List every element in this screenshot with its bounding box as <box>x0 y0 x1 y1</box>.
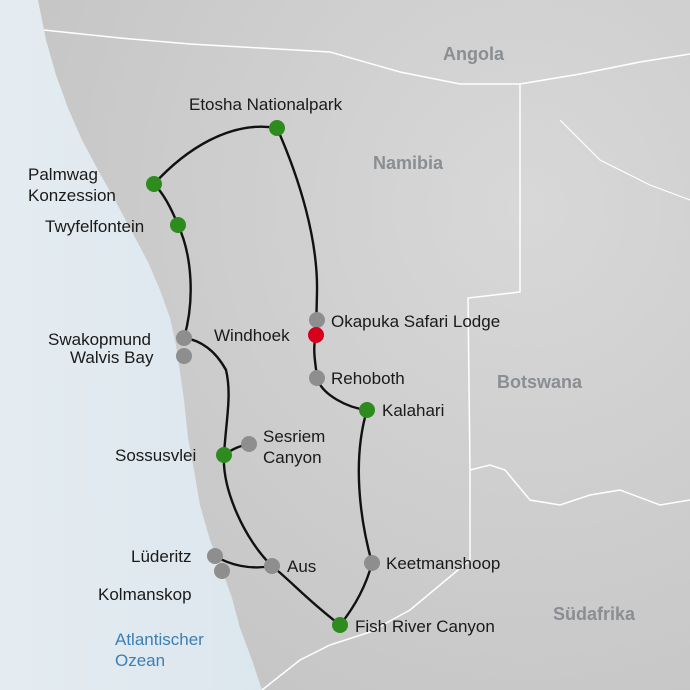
border-region <box>559 119 690 201</box>
stop-marker-twyfelfontein[interactable] <box>170 217 186 233</box>
stop-marker-okapuka[interactable] <box>309 312 325 328</box>
stop-marker-walvis-bay[interactable] <box>176 348 192 364</box>
place-label-twyfelfontein: Twyfelfontein <box>45 217 144 236</box>
stop-marker-sossusvlei[interactable] <box>216 447 232 463</box>
stop-marker-palmwag[interactable] <box>146 176 162 192</box>
country-label-namibia: Namibia <box>373 153 444 173</box>
place-label-luederitz: Lüderitz <box>131 547 191 566</box>
place-label-aus: Aus <box>287 557 316 576</box>
border-botswana-suedafrika <box>469 464 690 506</box>
place-label-palmwag: Palmwag <box>28 165 98 184</box>
country-label-angola: Angola <box>443 44 505 64</box>
land-area <box>38 0 690 690</box>
place-label-swakopmund: Swakopmund <box>48 330 151 349</box>
place-label-walvis-bay: Walvis Bay <box>70 348 154 367</box>
place-label-etosha: Etosha Nationalpark <box>189 95 343 114</box>
stop-marker-aus[interactable] <box>264 558 280 574</box>
country-label-suedafrika: Südafrika <box>553 604 636 624</box>
place-label-keetmanshoop: Keetmanshoop <box>386 554 500 573</box>
place-label-kolmanskop: Kolmanskop <box>98 585 192 604</box>
place-label-sossusvlei: Sossusvlei <box>115 446 196 465</box>
stop-marker-swakopmund[interactable] <box>176 330 192 346</box>
border-angola-namibia <box>43 29 690 85</box>
place-label-canyon: Canyon <box>263 448 322 467</box>
place-label-fish-river: Fish River Canyon <box>355 617 495 636</box>
stop-marker-kolmanskop[interactable] <box>214 563 230 579</box>
stop-markers <box>146 120 380 633</box>
place-label-windhoek: Windhoek <box>214 326 290 345</box>
stop-marker-sesriem[interactable] <box>241 436 257 452</box>
stop-marker-etosha[interactable] <box>269 120 285 136</box>
place-label-sesriem: Sesriem <box>263 427 325 446</box>
ocean-label-line2: Ozean <box>115 651 165 670</box>
stop-marker-windhoek[interactable] <box>308 327 324 343</box>
border-namibia-suedafrika <box>261 520 471 690</box>
ocean-label-line1: Atlantischer <box>115 630 204 649</box>
stop-marker-rehoboth[interactable] <box>309 370 325 386</box>
stop-marker-keetmanshoop[interactable] <box>364 555 380 571</box>
place-label-rehoboth: Rehoboth <box>331 369 405 388</box>
stop-marker-kalahari[interactable] <box>359 402 375 418</box>
place-label-konzession: Konzession <box>28 186 116 205</box>
place-label-kalahari: Kalahari <box>382 401 444 420</box>
stop-marker-fish-river[interactable] <box>332 617 348 633</box>
country-label-botswana: Botswana <box>497 372 583 392</box>
place-label-okapuka: Okapuka Safari Lodge <box>331 312 500 331</box>
border-namibia-botswana <box>467 84 521 520</box>
stop-marker-luederitz[interactable] <box>207 548 223 564</box>
